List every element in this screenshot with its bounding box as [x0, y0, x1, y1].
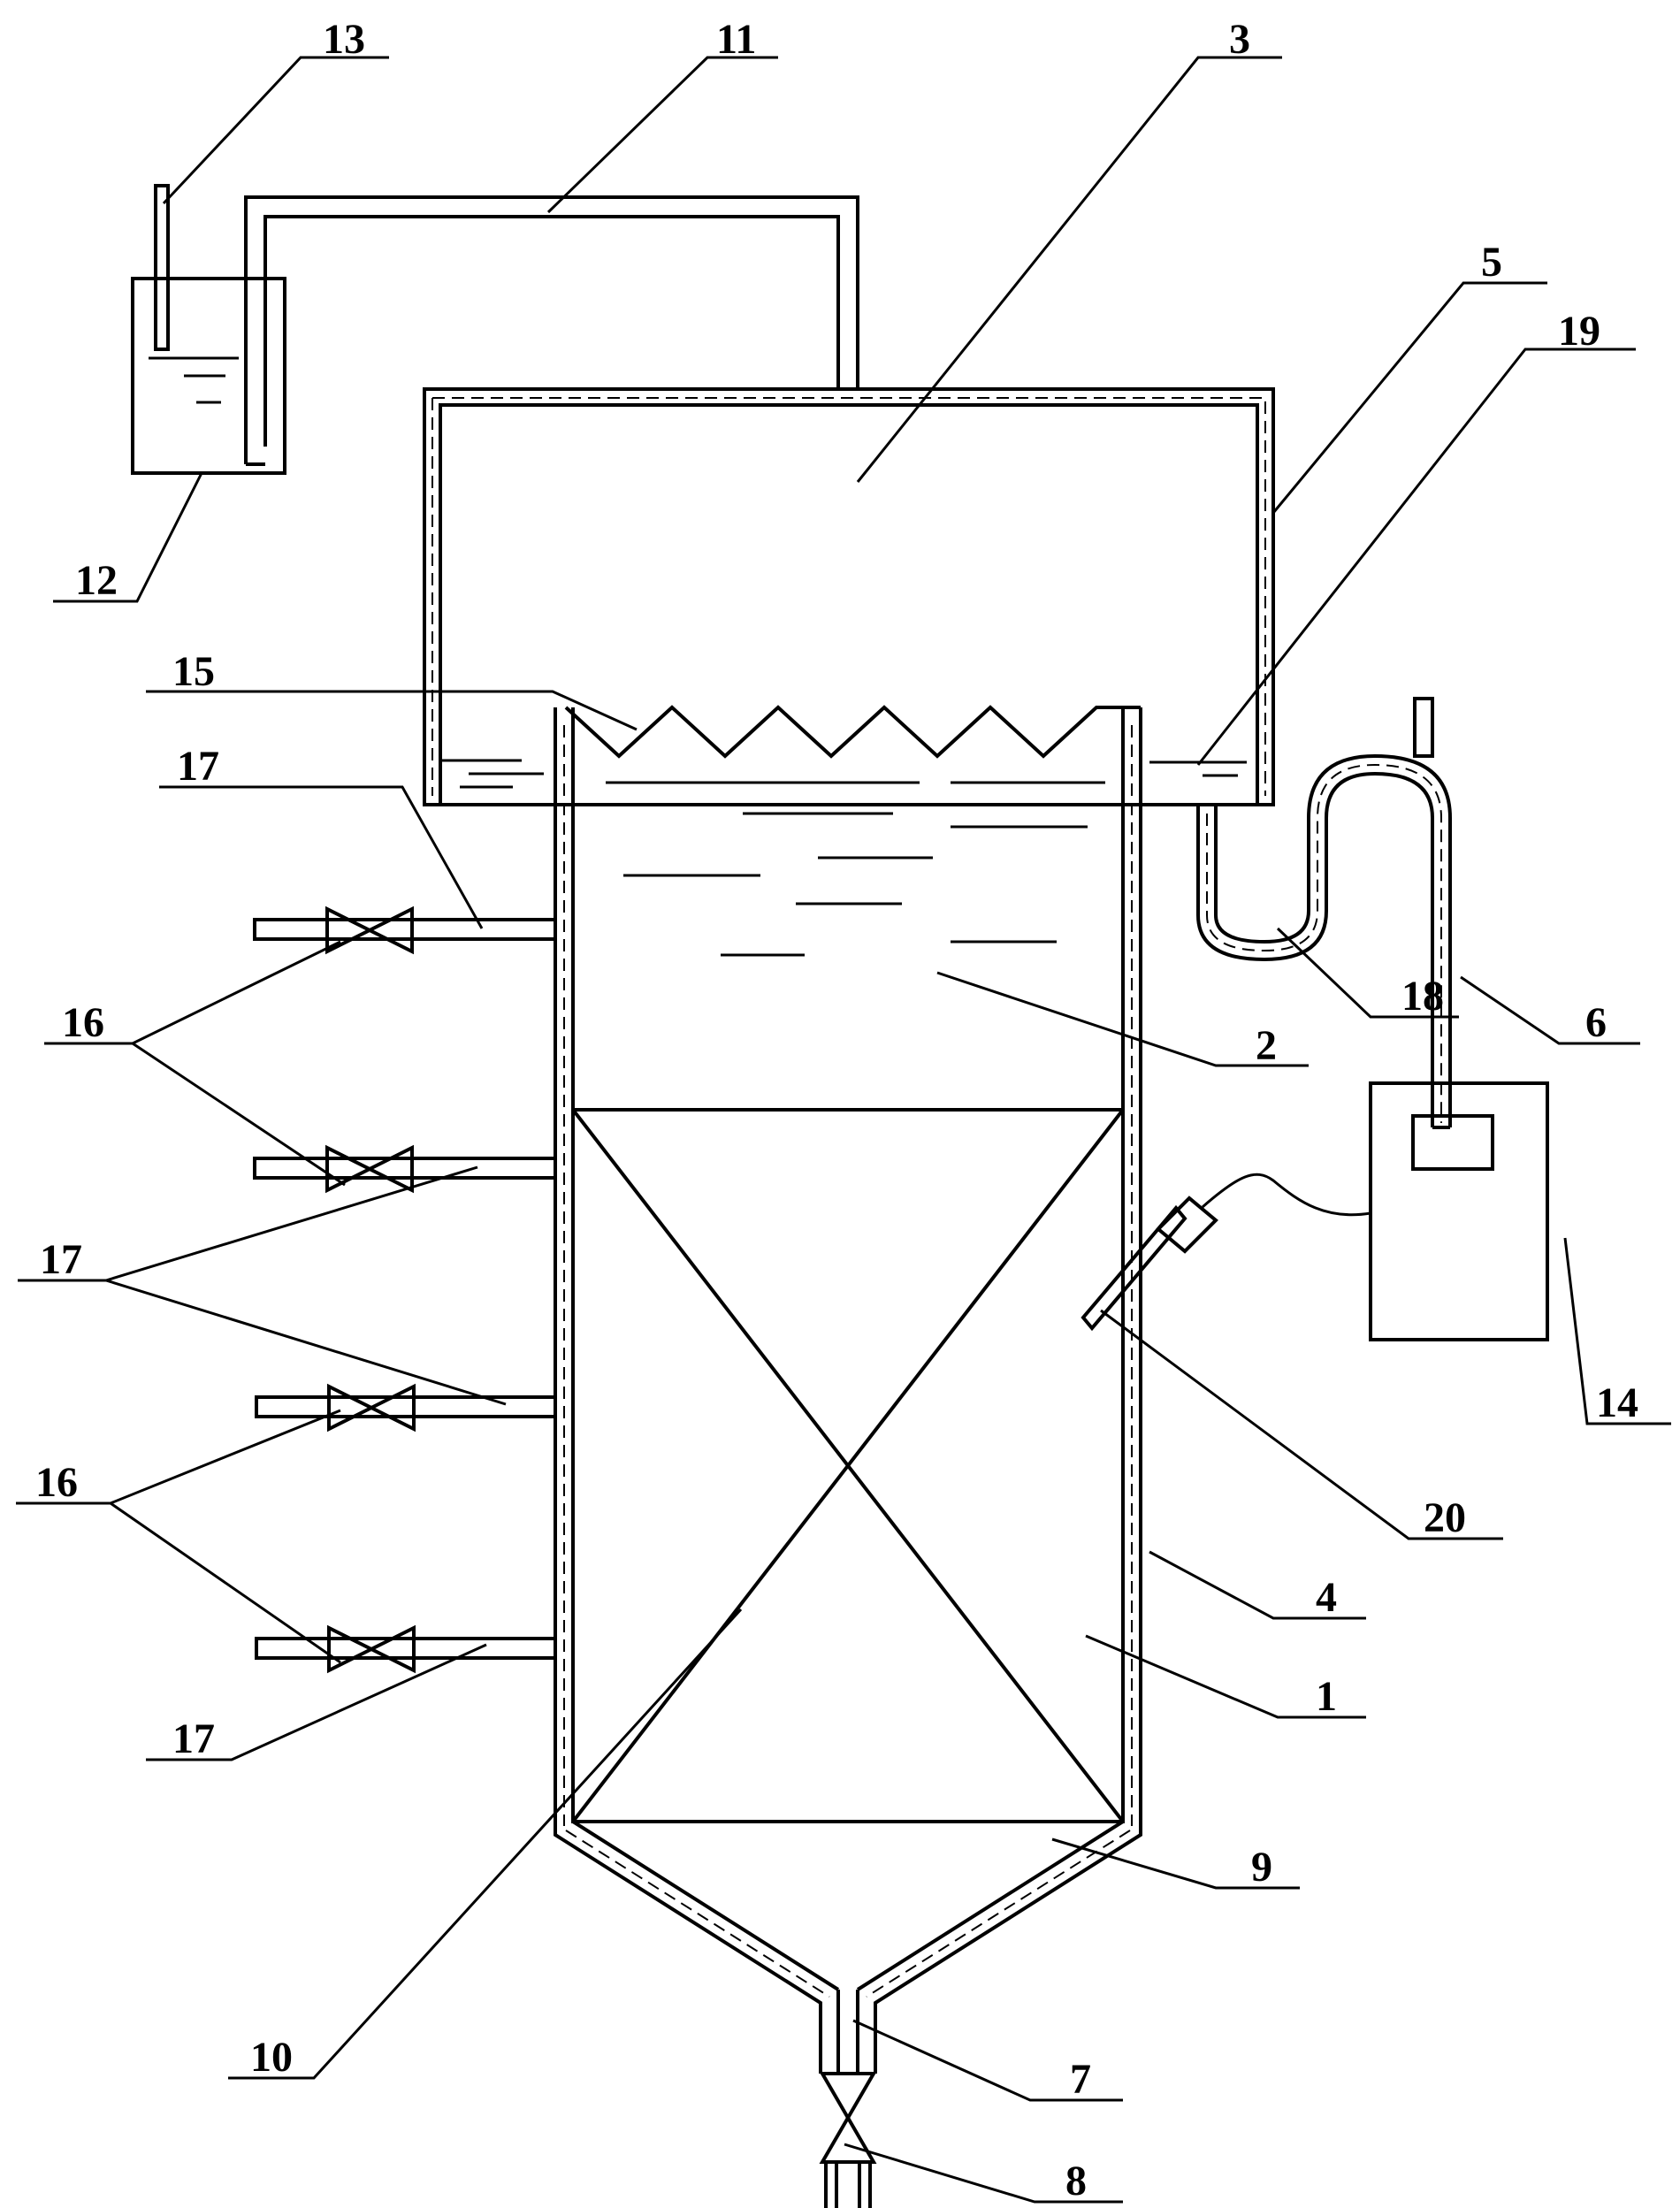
label-3: 3	[1229, 16, 1250, 63]
sawtooth-weir	[564, 705, 1141, 759]
number-labels: 13 11 3 5 19 12 15 17 16 17 16 17 2 18 6…	[35, 16, 1638, 2204]
label-16-lower: 16	[35, 1459, 78, 1506]
label-9: 9	[1251, 1844, 1272, 1891]
label-17-middle: 17	[40, 1236, 82, 1283]
reactor-column	[554, 707, 1142, 2074]
label-17-top: 17	[177, 743, 219, 790]
label-5: 5	[1481, 239, 1502, 286]
u-tube-overflow	[1196, 697, 1452, 1129]
sampling-valve-4	[255, 1624, 557, 1674]
leader-lines	[16, 56, 1671, 2204]
label-17-bottom: 17	[172, 1715, 215, 1762]
packing-bed	[571, 1108, 1125, 1823]
label-20: 20	[1424, 1494, 1466, 1541]
drain-valve	[819, 2072, 877, 2208]
sampling-valve-3	[255, 1383, 557, 1433]
gas-chamber	[423, 387, 1275, 806]
label-14: 14	[1596, 1379, 1638, 1426]
label-13: 13	[323, 16, 365, 63]
sampling-valve-2	[253, 1144, 557, 1194]
label-10: 10	[250, 2034, 293, 2081]
label-16-upper: 16	[62, 999, 104, 1046]
label-18: 18	[1401, 973, 1444, 1020]
label-2: 2	[1256, 1022, 1277, 1069]
sampling-valve-1	[253, 905, 557, 955]
water-seal-bottle	[131, 184, 286, 475]
label-6: 6	[1585, 999, 1607, 1046]
label-11: 11	[716, 16, 756, 63]
label-12: 12	[75, 557, 118, 604]
label-8: 8	[1065, 2158, 1087, 2204]
label-19: 19	[1558, 308, 1600, 355]
label-7: 7	[1070, 2056, 1091, 2103]
label-15: 15	[172, 648, 215, 695]
label-4: 4	[1316, 1574, 1337, 1621]
liquid-surface-column	[606, 781, 1105, 957]
label-1: 1	[1316, 1673, 1337, 1720]
meter-device	[1369, 1081, 1549, 1341]
gas-pipe	[244, 195, 859, 466]
probe-sensor	[1081, 1173, 1371, 1332]
